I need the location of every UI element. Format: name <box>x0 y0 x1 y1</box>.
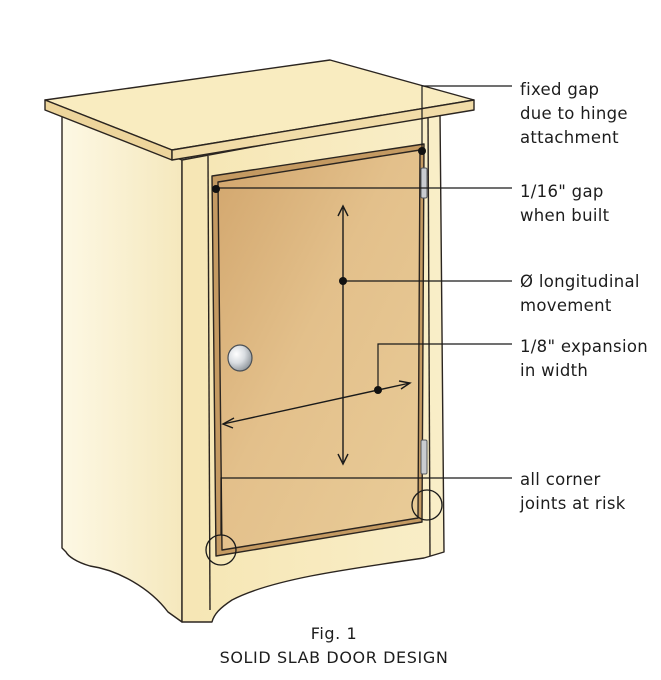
callout-sixteenth-gap-line-1: 1/16" gap <box>520 182 604 201</box>
leader-corner-joints <box>220 477 512 535</box>
leader-dot-sixteenth-gap <box>212 185 220 193</box>
width-arrow-head-right <box>398 380 412 390</box>
leader-lines <box>212 85 512 535</box>
callout-expansion-line-1: 1/8" expansion <box>520 337 648 356</box>
corner-risk-circle-bottom-right <box>411 489 443 521</box>
callout-fixed-gap-line-3: attachment <box>520 128 619 147</box>
callout-longitudinal-line-2: movement <box>520 296 612 315</box>
cabinet-top-front-edge <box>171 99 475 161</box>
vertical-arrow-head-top <box>337 204 349 217</box>
callout-corner-joints-line-1: all corner <box>520 470 601 489</box>
vertical-arrow-head-bottom <box>337 453 349 466</box>
face-stile-line <box>207 155 211 611</box>
upper-hinge <box>420 167 428 199</box>
slab-door <box>211 143 428 557</box>
figure-number: Fig. 1 <box>311 624 358 643</box>
door-knob <box>227 344 253 372</box>
callout-fixed-gap-line-2: due to hinge <box>520 104 628 123</box>
callout-corner-joints: all corner joints at risk <box>519 470 626 513</box>
callout-fixed-gap: fixed gap due to hinge attachment <box>520 80 628 147</box>
callout-sixteenth-gap: 1/16" gap when built <box>520 182 610 225</box>
movement-arrows <box>221 204 412 466</box>
leader-dot-longitudinal <box>339 277 347 285</box>
leader-dot-fixed-gap <box>418 147 426 155</box>
figure-title: SOLID SLAB DOOR DESIGN <box>220 648 449 667</box>
leader-expansion <box>377 343 512 390</box>
callout-fixed-gap-line-1: fixed gap <box>520 80 599 99</box>
leader-dot-expansion <box>374 386 382 394</box>
callout-longitudinal: Ø longitudinal movement <box>520 272 640 315</box>
lower-hinge <box>420 439 428 475</box>
callout-longitudinal-line-1: Ø longitudinal <box>520 272 640 291</box>
width-arrow-head-left <box>221 417 235 429</box>
callout-corner-joints-line-2: joints at risk <box>519 494 626 513</box>
leader-fixed-gap <box>421 85 512 150</box>
cabinet-side-panel <box>61 115 183 623</box>
callout-expansion-line-2: in width <box>520 361 588 380</box>
door-panel <box>217 149 421 551</box>
callout-expansion: 1/8" expansion in width <box>520 337 648 380</box>
callout-sixteenth-gap-line-2: when built <box>520 206 610 225</box>
